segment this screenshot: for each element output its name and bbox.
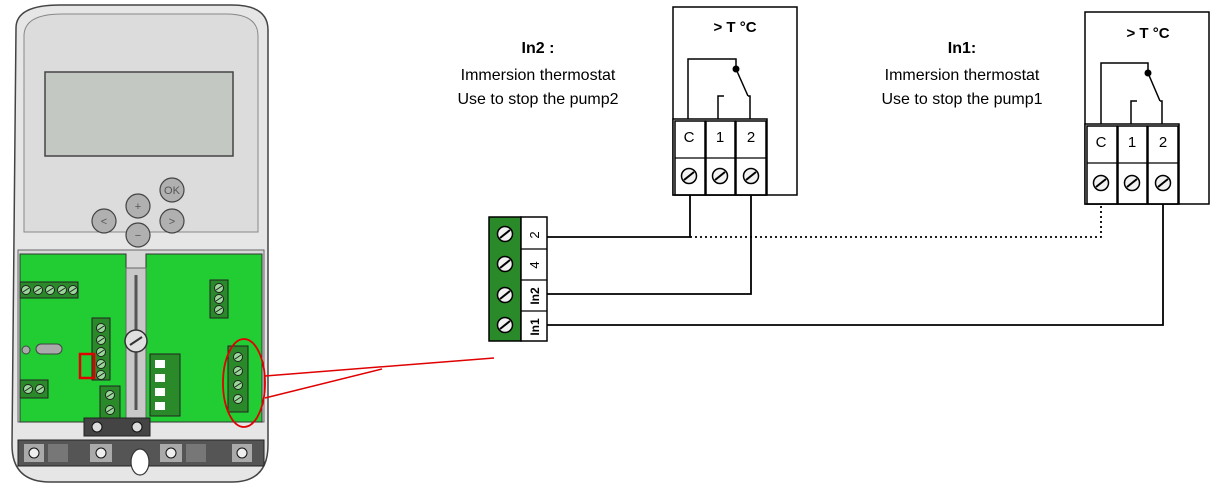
- zoom-line-top: [264, 357, 495, 377]
- in2-description-line1: Immersion thermostat: [461, 67, 616, 84]
- wire-in2-to-thermostat2: [547, 195, 752, 295]
- terminal-label-in2: In2: [528, 287, 542, 305]
- lcd-screen: [44, 71, 234, 157]
- left-key[interactable]: [91, 208, 117, 234]
- terminal-label-2: 2: [527, 231, 542, 238]
- in1-description-line2: Use to stop the pump1: [882, 91, 1043, 108]
- controller-unit: < + − > OK: [11, 4, 495, 483]
- in2-temperature-label: > T °C: [713, 19, 756, 36]
- plus-key[interactable]: [125, 193, 151, 219]
- terminal-block: 2 4 In2 In1: [488, 216, 548, 342]
- in1-description-line1: Immersion thermostat: [885, 67, 1040, 84]
- in1-temperature-label: > T °C: [1126, 25, 1169, 42]
- thermostat-in1: In1: Immersion thermostat Use to stop th…: [882, 11, 1210, 205]
- left-key-label: <: [101, 216, 107, 228]
- wire-common-to-in2-c: [547, 195, 691, 238]
- wire-common-to-in1-c-dotted: [690, 204, 1102, 238]
- in2-terminal-1: 1: [716, 129, 724, 146]
- zoom-line-bottom: [264, 368, 383, 399]
- in2-heading: In2 :: [522, 40, 555, 57]
- terminal-highlight-ellipse: [222, 338, 266, 428]
- in1-heading: In1:: [948, 40, 976, 57]
- in1-terminal-2: 2: [1159, 134, 1167, 151]
- minus-key[interactable]: [125, 222, 151, 248]
- ok-key-label: OK: [164, 185, 181, 197]
- in1-terminal-1: 1: [1128, 134, 1136, 151]
- terminal-label-in1: In1: [528, 318, 542, 336]
- right-key-label: >: [169, 216, 175, 228]
- cable-clamp: [83, 417, 151, 437]
- terminal-block-labels: [520, 216, 548, 342]
- in2-terminal-c: C: [684, 129, 695, 146]
- in2-description-line2: Use to stop the pump2: [458, 91, 619, 108]
- fuse: [35, 343, 63, 355]
- plus-key-label: +: [135, 201, 141, 213]
- in1-terminal-c: C: [1096, 134, 1107, 151]
- sensor-terminal-strip: [227, 345, 249, 413]
- ok-key[interactable]: [159, 177, 185, 203]
- in2-terminal-2: 2: [747, 129, 755, 146]
- wiring: [547, 195, 1164, 326]
- keypad: < + − > OK: [91, 177, 185, 248]
- terminal-label-4: 4: [527, 261, 542, 268]
- thermostat-in2: In2 : Immersion thermostat Use to stop t…: [458, 6, 798, 196]
- fuse-highlight: [78, 352, 96, 380]
- wire-in1-to-thermostat1: [547, 204, 1164, 326]
- right-key[interactable]: [159, 208, 185, 234]
- minus-key-label: −: [135, 230, 141, 242]
